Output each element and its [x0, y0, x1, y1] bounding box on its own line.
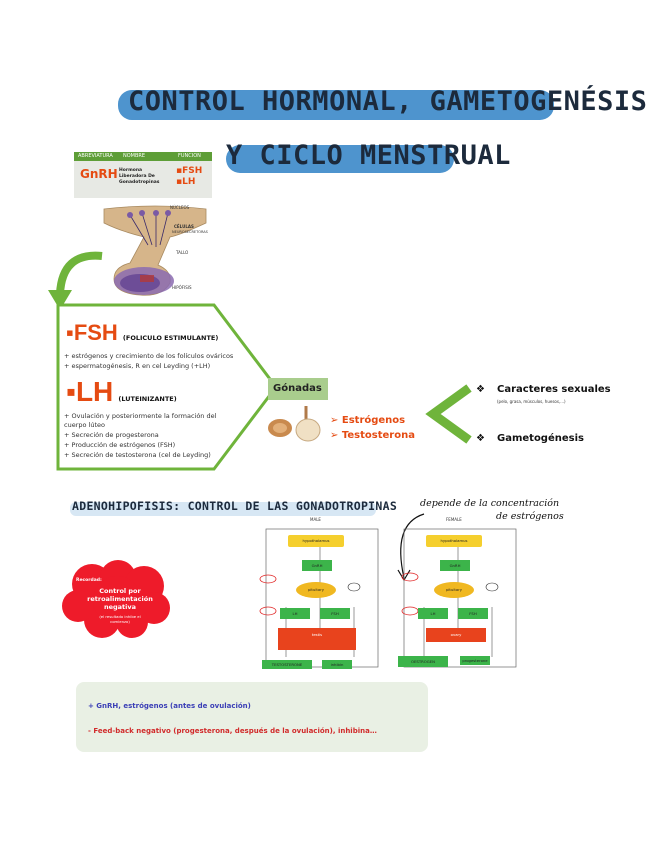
table-name: Hormona Liberadora De Gonadotropinas — [119, 161, 174, 198]
cloud-main-line: negativa — [103, 603, 137, 611]
cloud-detail-line: comienzo) — [110, 619, 130, 624]
cloud-main: Control por retroalimentación negativa — [76, 587, 164, 611]
hormone-testosterona: ➢ Testosterona — [330, 430, 415, 441]
table-function-lh: LH — [182, 177, 196, 187]
female-node-lh: LH — [418, 608, 448, 619]
lh-item: + Ovulación y posteriormente la formació… — [64, 412, 217, 420]
lh-item: + Secreción de testosterona (cel de Leyd… — [64, 451, 211, 459]
table-functions: ▪FSH ▪LH — [176, 166, 203, 187]
notes-box — [76, 682, 428, 752]
lh-item: + Secreción de progesterona — [64, 431, 159, 439]
lh-item: + Producción de estrógenos (FSH) — [64, 441, 176, 449]
lh-full-name: (LUTEINIZANTE) — [118, 395, 177, 403]
note-positive: + GnRH, estrógenos (antes de ovulación) — [88, 702, 251, 710]
cloud-detail-line: (el resultado inhibe el — [99, 614, 141, 619]
fsh-item: + estrógenos y crecimiento de los folícu… — [64, 352, 234, 360]
gonads-illustration — [268, 406, 321, 442]
page-title-line2: Y CICLO MENSTRUAL — [226, 140, 511, 171]
effect-caracteres-detail: (pelo, grasa, músculos, huesos,...) — [497, 399, 566, 404]
diamond-bullet-icon: ❖ — [476, 384, 485, 395]
female-node-fsh: FSH — [458, 608, 488, 619]
male-output-testosterone: TESTOSTERONE — [262, 660, 312, 669]
female-node-hypothalamus: hypothalamus — [426, 535, 482, 547]
label-hipofisis: HIPÓFISIS — [172, 285, 192, 290]
cloud-main-line: retroalimentación — [87, 595, 153, 603]
table-function-fsh: FSH — [182, 166, 203, 176]
branch-chevron-icon — [425, 384, 472, 444]
cloud-main-line: Control por — [99, 587, 141, 595]
hypophysis-illustration — [103, 205, 207, 296]
table-header-function: FUNCION — [178, 153, 201, 159]
page-title-line1: CONTROL HORMONAL, GAMETOGENÉSIS — [128, 86, 648, 117]
fsh-full-name: (FOLICULO ESTIMULANTE) — [122, 334, 219, 342]
table-header-name: NOMBRE — [123, 153, 146, 159]
table-name-line: Liberadora De — [119, 174, 155, 179]
male-feedback-diagram — [259, 528, 379, 668]
cloud-detail: (el resultado inhibe el comienzo) — [76, 614, 164, 624]
female-output-progesterone: progesterone — [460, 656, 490, 665]
handnote-line2: de estrógenos — [496, 511, 564, 522]
fsh-abbr: FSH — [73, 320, 118, 345]
male-node-gnrh: GnRH — [302, 560, 332, 571]
label-celulas: CÉLULAS — [174, 224, 194, 229]
male-label: MALE — [310, 517, 321, 522]
label-tallo: TALLO — [176, 250, 189, 255]
lh-heading: ▪LH (LUTEINIZANTE) — [66, 376, 177, 407]
fsh-item: + espermatogénesis, R en cel Leyding (+L… — [64, 362, 211, 370]
male-output-inhibin: inhibin — [322, 660, 352, 669]
male-node-hypothalamus: hypothalamus — [288, 535, 344, 547]
gonadas-label: Gónadas — [268, 378, 328, 400]
curved-arrow-icon — [48, 251, 103, 310]
cloud-small: Recordad: — [76, 578, 102, 583]
effect-gametogenesis: Gametogénesis — [497, 433, 584, 444]
female-output-oestrogen: OESTROGEN — [398, 656, 448, 667]
title-highlight-1 — [118, 90, 554, 120]
lh-abbr: LH — [75, 376, 114, 407]
female-node-pituitary: pituitary — [434, 582, 474, 598]
female-node-gnrh: GnRH — [440, 560, 470, 571]
handnote-line1: depende de la concentración — [420, 498, 560, 509]
label-nucleos: NÚCLEOS — [170, 205, 190, 210]
male-node-testis: testis — [278, 628, 356, 650]
note-negative: - Feed-back negativo (progesterona, desp… — [88, 727, 377, 735]
male-node-pituitary: pituitary — [296, 582, 336, 598]
table-name-line: Hormona — [119, 168, 143, 173]
female-node-ovary: ovary — [426, 628, 486, 642]
fsh-heading: ▪FSH (FOLICULO ESTIMULANTE) — [66, 320, 219, 345]
section2-heading: ADENOHIPOFISIS: CONTROL DE LAS GONADOTRO… — [72, 499, 398, 513]
table-name-line: Gonadotropinas — [119, 180, 160, 185]
section2-highlight — [70, 502, 376, 516]
fsh-lh-box — [56, 303, 278, 471]
title-highlight-2 — [226, 145, 454, 173]
gnrh-table: ABREVIATURA NOMBRE FUNCION GnRH Hormona … — [74, 152, 212, 198]
effect-caracteres: Caracteres sexuales — [497, 384, 611, 395]
female-label: FEMALE — [446, 517, 462, 522]
table-header-abbr: ABREVIATURA — [78, 153, 113, 159]
male-node-lh: LH — [280, 608, 310, 619]
female-feedback-diagram — [401, 528, 517, 668]
male-node-fsh: FSH — [320, 608, 350, 619]
diamond-bullet-icon: ❖ — [476, 433, 485, 444]
lh-item: cuerpo lúteo — [64, 421, 105, 429]
label-neurosecretoras: NEUROSECRETORAS — [172, 230, 208, 234]
hormone-estrogenos: ➢ Estrógenos — [330, 415, 406, 426]
table-abbr: GnRH — [80, 167, 118, 181]
reminder-cloud — [62, 560, 170, 638]
